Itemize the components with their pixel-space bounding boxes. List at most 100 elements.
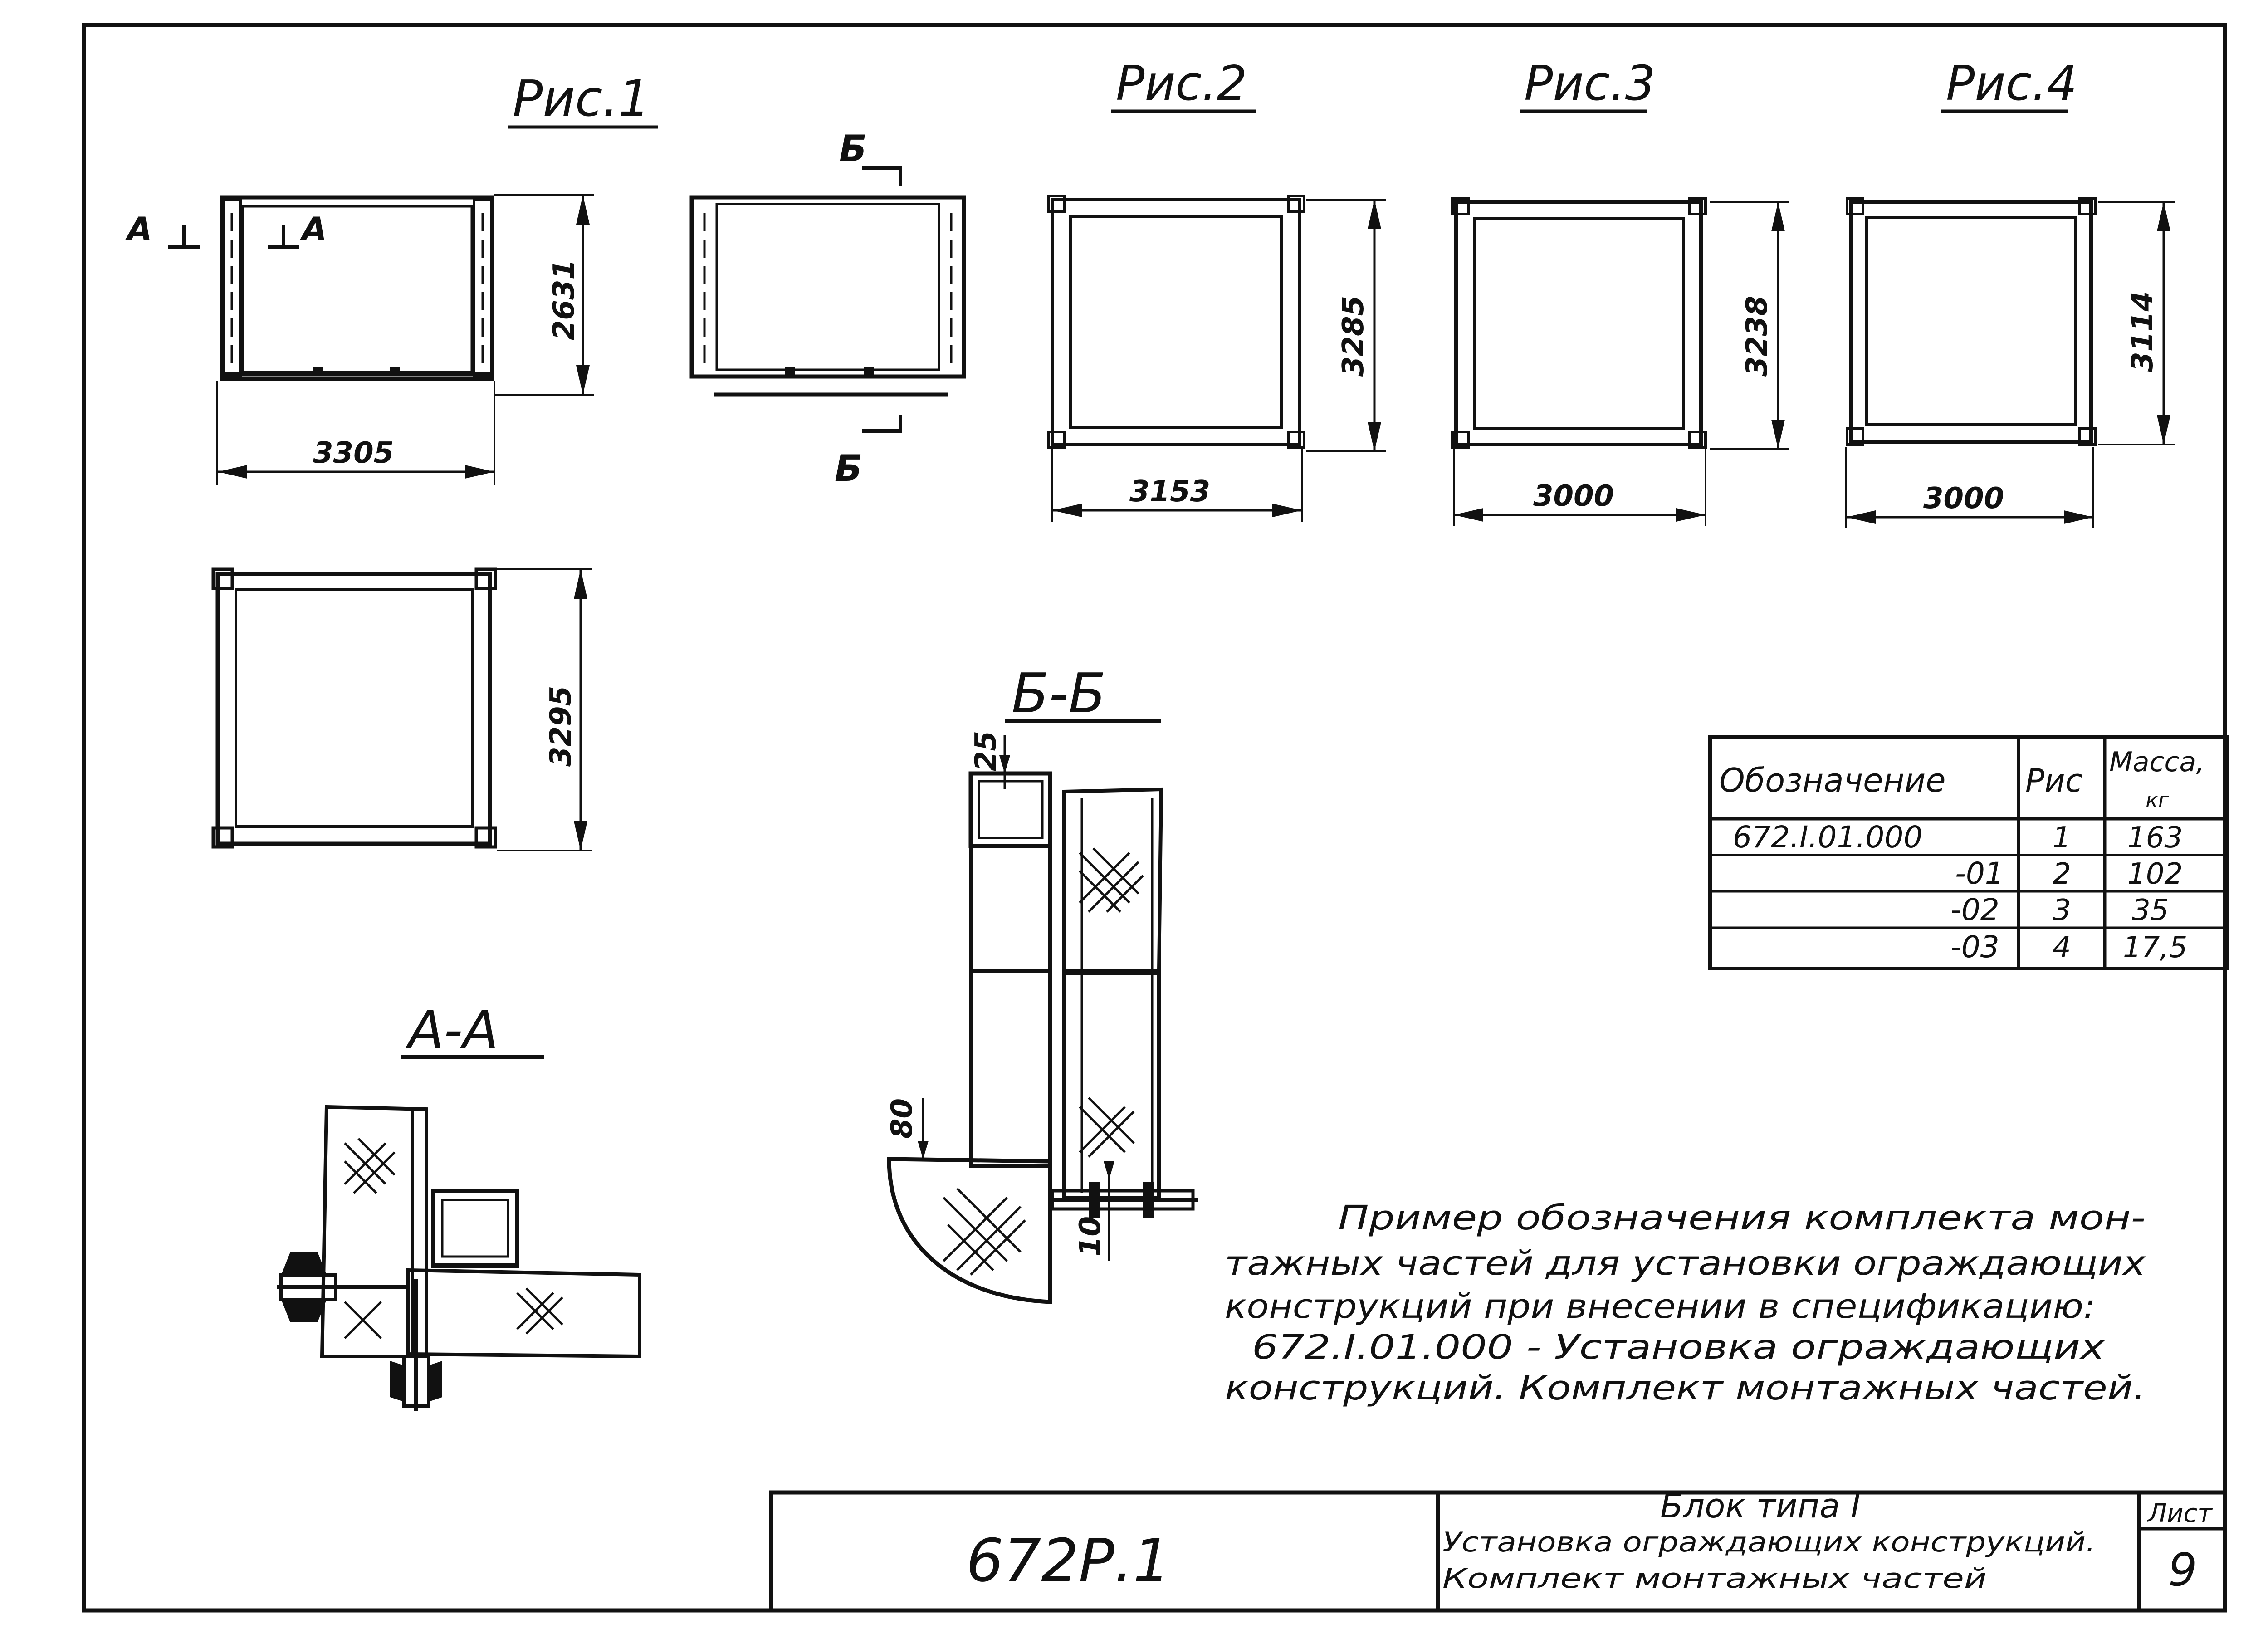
title-block-block-name: Блок типа I <box>1660 1487 1861 1526</box>
fig3-height-arrow-bottom <box>1771 420 1785 449</box>
fig4-corner-tl <box>1846 197 1864 215</box>
note-line-2: тажных частей для установки ограждающих <box>1225 1244 2146 1283</box>
aa-hatch-top <box>344 1138 396 1194</box>
fig4-width-arrow-left <box>1846 510 1876 524</box>
aa-bolt-left <box>277 1252 408 1322</box>
fig3-height-label: 3238 <box>1740 296 1774 377</box>
aa-hatch-right <box>516 1287 563 1335</box>
fig3-frame: 3000 3238 <box>1451 197 1789 526</box>
spec-table-row-1-fig: 1 <box>2053 821 2071 855</box>
bb-dim-top-label: 25 <box>969 731 1003 771</box>
spec-table-row-2-designation: -01 <box>1955 856 2004 891</box>
spec-table-row-3-designation: -02 <box>1950 892 1999 927</box>
note-line-4: 672.I.01.000 - Установка ограждающих <box>1252 1328 2105 1367</box>
fig4-inner <box>1865 216 2077 426</box>
fig4-width-arrow-right <box>2064 510 2093 524</box>
fig1-side-view: Б Б <box>689 127 966 489</box>
fig3-corner-bl <box>1451 431 1470 449</box>
aa-horizontal-panel <box>406 1268 641 1359</box>
fig4-corner-bl <box>1846 427 1864 446</box>
aa-bolt-bottom <box>390 1279 442 1411</box>
section-aa: А-А <box>277 1000 641 1411</box>
fig2-title: Рис.2 <box>1116 56 1247 111</box>
fig3-height-arrow-top <box>1771 202 1785 231</box>
bb-dim-top-arrow <box>999 755 1010 773</box>
spec-table-row-4-fig: 4 <box>2053 931 2071 964</box>
title-block-desc-line-1: Установка ограждающих конструкций. <box>1442 1526 2096 1558</box>
spec-table-header-designation: Обозначение <box>1719 761 1946 799</box>
fig1-width-label: 3305 <box>313 436 394 470</box>
bb-nut-2 <box>1143 1182 1154 1218</box>
fig3-corner-tl <box>1451 197 1470 215</box>
fig1-plan-outer <box>215 572 492 846</box>
fig3-outer <box>1454 200 1703 446</box>
fig3-inner <box>1473 217 1685 430</box>
fig2-corner-br <box>1287 431 1305 449</box>
designation-note: Пример обозначения комплекта мон- тажных… <box>1225 1199 2146 1408</box>
bb-dim-bottom-label: 10 <box>1074 1216 1107 1257</box>
bb-dim-left-label: 80 <box>885 1098 919 1139</box>
spec-table: Обозначение Рис Масса,кг 672.I.01.000 1 … <box>1708 735 2229 970</box>
fig1-plan-corner-bl <box>211 826 234 849</box>
fig1-post-left <box>222 198 242 378</box>
bb-mesh-panel-upper <box>1062 787 1163 973</box>
fig4-corner-tr <box>2078 197 2097 215</box>
fig2-width-arrow-right <box>1272 504 1302 517</box>
title-block-sheet-number: 9 <box>2168 1543 2197 1596</box>
note-line-5: конструкций. Комплект монтажных частей. <box>1225 1369 2146 1408</box>
fig1b-base-clip-1 <box>785 367 795 378</box>
fig2-width-label: 3153 <box>1129 475 1210 509</box>
bb-post-left-upper <box>969 844 1052 973</box>
bb-dim-bottom-arrow <box>1104 1161 1114 1179</box>
aa-rect-tube-inner <box>441 1199 509 1258</box>
spec-table-row-1-designation: 672.I.01.000 <box>1733 820 1922 855</box>
spec-table-row-3-mass: 35 <box>2132 894 2169 927</box>
fig2-frame: 3153 3285 <box>1047 195 1386 522</box>
title-block-doc-code: 672Р.1 <box>966 1526 1171 1595</box>
fig2-corner-bl <box>1047 431 1066 449</box>
spec-table-header-fig: Рис <box>2025 762 2082 799</box>
fig1-height-label: 2631 <box>547 259 581 340</box>
fig1-plan-corner-tr <box>474 567 497 590</box>
title-block: 672Р.1 Блок типа I Установка ограждающих… <box>769 1487 2227 1613</box>
fig2-width-arrow-left <box>1052 504 1082 517</box>
bb-dim-left-arrow <box>918 1141 929 1159</box>
bb-tube-top-inner <box>978 780 1044 839</box>
title-block-border <box>769 1490 2227 1613</box>
fig1-plan-corner-tl <box>211 567 234 590</box>
fig1-plan-inner <box>235 588 474 828</box>
spec-table-row-2-mass: 102 <box>2127 857 2183 891</box>
spec-table-header-mass: Масса,кг <box>2109 746 2204 812</box>
fig4-title: Рис.4 <box>1946 56 2077 111</box>
fig4-corner-br <box>2078 427 2097 446</box>
fig1b-frame-outer <box>689 195 966 379</box>
aa-rect-tube <box>431 1189 519 1268</box>
bb-tube-top <box>968 771 1052 848</box>
fig3-corner-tr <box>1688 197 1707 215</box>
fig1-plan: 3295 <box>211 567 592 851</box>
spec-table-header-mass-unit: кг <box>2146 788 2170 812</box>
spec-table-row-1-mass: 163 <box>2127 821 2183 855</box>
fig4-height-label: 3114 <box>2126 291 2160 372</box>
aa-hatch-lower <box>344 1301 382 1339</box>
fig2-inner <box>1069 215 1283 429</box>
fig1-elevation: А А 3305 2631 <box>125 194 594 485</box>
fig1-plan-height-label: 3295 <box>544 686 578 767</box>
bb-hatch-lower <box>1079 1097 1135 1158</box>
fig2-height-arrow-bottom <box>1368 422 1381 451</box>
fig4-outer <box>1849 200 2093 444</box>
bb-hatch-base <box>943 1188 1026 1276</box>
note-line-3: конструкций при внесении в спецификацию: <box>1225 1287 2096 1326</box>
spec-table-row-2-fig: 2 <box>2053 857 2071 891</box>
title-block-sheet-label: Лист <box>2147 1499 2213 1528</box>
fig3-corner-br <box>1688 431 1707 449</box>
fig4-height-arrow-bottom <box>2157 415 2170 445</box>
fig1-width-arrow-right <box>465 465 494 479</box>
fig1-post-right <box>473 198 493 378</box>
section-bb: Б-Б <box>885 662 1198 1304</box>
title-block-desc-line-2: Комплект монтажных частей <box>1442 1563 1987 1595</box>
fig1-base-clip-1 <box>313 367 323 375</box>
section-b-marker-top: Б <box>839 127 867 170</box>
fig1-plan-corner-br <box>474 826 497 849</box>
